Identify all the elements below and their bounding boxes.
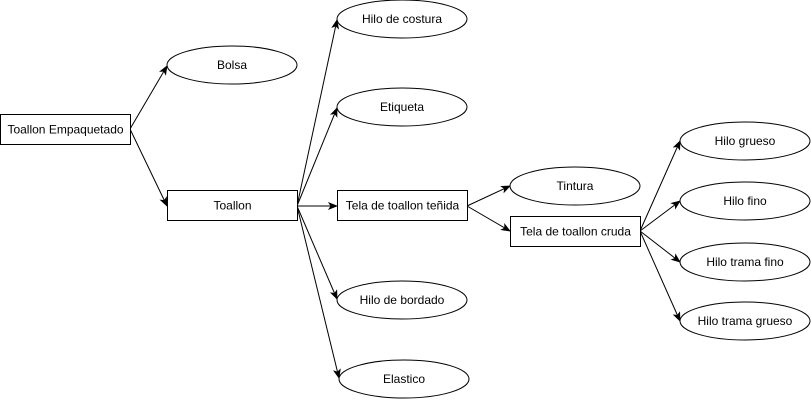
node-hilo-trama-fino: Hilo trama fino [679, 242, 811, 282]
node-label: Toallon [213, 199, 251, 213]
node-hilo-trama-grueso: Hilo trama grueso [679, 301, 811, 341]
node-hilo-grueso: Hilo grueso [679, 121, 811, 161]
node-label: Tintura [557, 179, 594, 193]
node-ellipse [336, 280, 468, 320]
arrow-tela-cruda-to-hilo-trama-fino [639, 230, 681, 263]
node-ellipse [509, 166, 641, 206]
arrow-tela-cruda-to-hilo-trama-grueso [639, 230, 681, 322]
node-label: Hilo trama fino [706, 255, 784, 269]
edges [129, 19, 681, 379]
node-hilo-fino: Hilo fino [679, 181, 811, 221]
node-label: Tela de toallon cruda [520, 225, 631, 239]
node-empaquetado: Toallon Empaquetado [0, 114, 131, 145]
node-etiqueta: Etiqueta [336, 87, 468, 127]
node-ellipse [679, 242, 811, 282]
node-ellipse [336, 87, 468, 127]
arrow-toallon-to-hilo-bordado [296, 205, 338, 300]
node-bolsa: Bolsa [166, 45, 298, 85]
node-label: Hilo grueso [715, 134, 776, 148]
node-ellipse [336, 0, 468, 39]
node-label: Hilo trama grueso [698, 314, 793, 328]
node-tela-tenida: Tela de toallon teñida [337, 190, 468, 221]
node-ellipse [679, 181, 811, 221]
node-hilo-bordado: Hilo de bordado [336, 280, 468, 320]
arrow-tela-cruda-to-hilo-fino [639, 200, 681, 232]
node-label: Hilo de costura [362, 12, 442, 26]
node-box [510, 216, 641, 247]
arrow-toallon-to-hilo-costura [296, 19, 340, 207]
node-ellipse [679, 301, 811, 341]
node-label: Bolsa [217, 58, 247, 72]
node-tela-cruda: Tela de toallon cruda [510, 216, 641, 247]
node-tintura: Tintura [509, 166, 641, 206]
arrow-toallon-to-etiqueta [296, 107, 338, 207]
node-elastico: Elastico [338, 359, 470, 399]
node-label: Toallon Empaquetado [7, 123, 123, 137]
node-ellipse [679, 121, 811, 161]
node-ellipse [166, 45, 298, 85]
node-label: Hilo de bordado [360, 293, 445, 307]
node-label: Etiqueta [380, 100, 424, 114]
arrow-tela-cruda-to-hilo-grueso [639, 140, 681, 232]
arrow-toallon-to-elastico [296, 205, 341, 379]
node-ellipse [338, 359, 470, 399]
node-hilo-costura: Hilo de costura [336, 0, 468, 39]
node-box [167, 190, 298, 221]
arrow-tela-tenida-to-tela-cruda [466, 205, 511, 232]
node-label: Hilo fino [723, 194, 767, 208]
node-toallon: Toallon [167, 190, 298, 221]
arrow-tela-tenida-to-tintura [466, 185, 511, 207]
node-label: Elastico [383, 372, 425, 386]
arrow-empaquetado-to-toallon [129, 128, 168, 207]
node-box [337, 190, 468, 221]
arrow-empaquetado-to-bolsa [129, 65, 168, 130]
node-label: Tela de toallon teñida [346, 199, 460, 213]
node-box [0, 114, 131, 145]
